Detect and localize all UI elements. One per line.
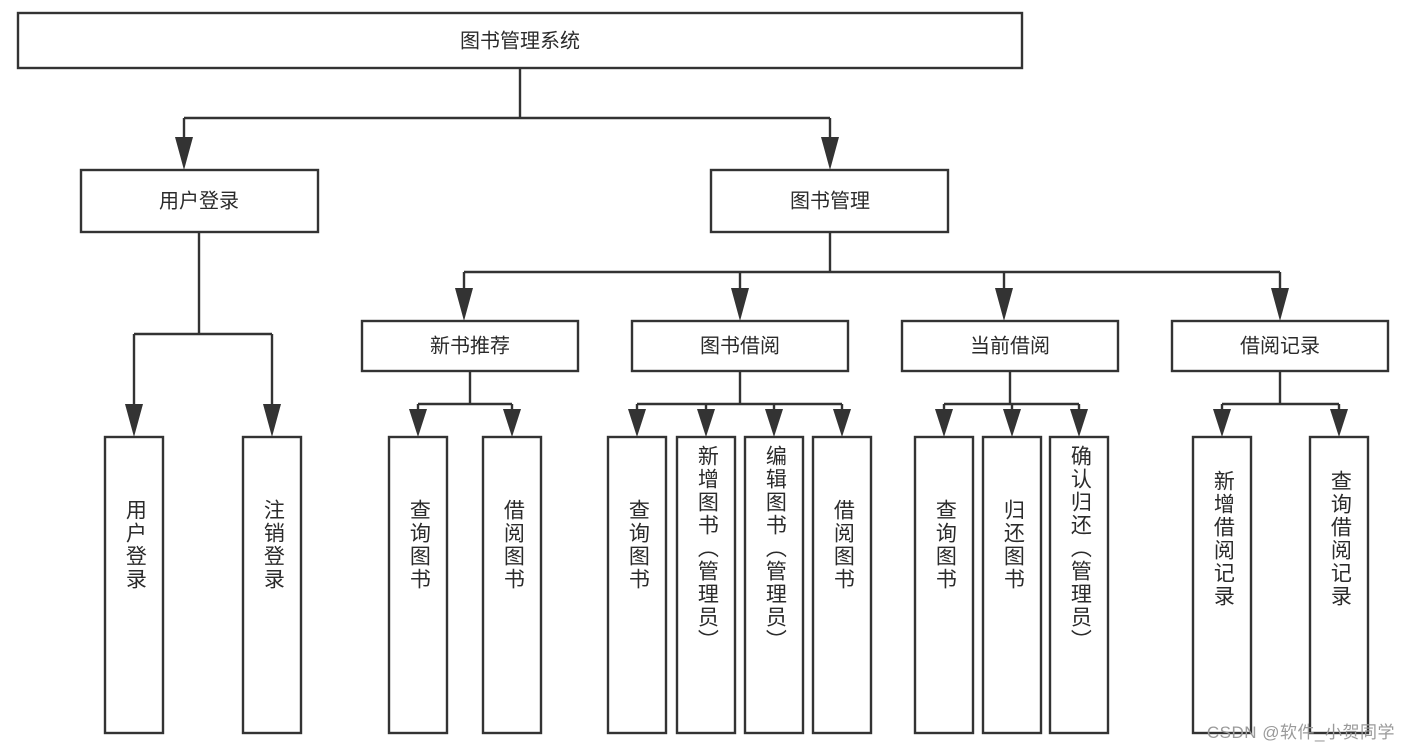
node-leaf-user-login[interactable]	[103, 435, 165, 735]
node-user-login[interactable]	[79, 168, 320, 234]
node-book-manage-label: 图书管理	[790, 189, 870, 212]
watermark: CSDN @软件_小贺同学	[1206, 723, 1395, 742]
node-leaf-query-book-3[interactable]	[913, 435, 975, 735]
node-layer: 图书管理系统 用户登录 图书管理 新书推荐 图书借阅 当前借阅 借阅记录	[16, 11, 1390, 735]
node-leaf-add-record[interactable]	[1191, 435, 1253, 735]
node-leaf-logout-login[interactable]	[241, 435, 303, 735]
arrow-to-current-borrow	[995, 288, 1013, 321]
node-book-borrow[interactable]	[630, 319, 850, 373]
arrow-leaf-confirm-return	[1070, 409, 1088, 437]
node-book-borrow-label: 图书借阅	[700, 334, 780, 357]
node-leaf-borrow-book-2[interactable]	[811, 435, 873, 735]
arrow-leaf-add-record	[1213, 409, 1231, 437]
arrow-leaf-add-book	[697, 409, 715, 437]
arrow-leaf-edit-book	[765, 409, 783, 437]
node-borrow-record[interactable]	[1170, 319, 1390, 373]
node-current-borrow[interactable]	[900, 319, 1120, 373]
arrow-to-new-book-rec	[455, 288, 473, 321]
node-new-book-rec[interactable]	[360, 319, 580, 373]
node-root-label: 图书管理系统	[460, 29, 580, 52]
arrow-to-borrow-record	[1271, 288, 1289, 321]
node-leaf-query-book-1[interactable]	[387, 435, 449, 735]
node-new-book-rec-label: 新书推荐	[430, 334, 510, 357]
arrow-to-user-login	[175, 137, 193, 170]
node-leaf-query-record[interactable]	[1308, 435, 1370, 735]
node-user-login-label: 用户登录	[159, 189, 239, 212]
node-current-borrow-label: 当前借阅	[970, 334, 1050, 357]
arrow-leaf-borrow-book-2	[833, 409, 851, 437]
node-leaf-query-book-2[interactable]	[606, 435, 668, 735]
arrow-to-book-borrow	[731, 288, 749, 321]
arrow-leaf-query-book-1	[409, 409, 427, 437]
arrow-leaf-query-book-3	[935, 409, 953, 437]
arrow-leaf-return-book	[1003, 409, 1021, 437]
node-leaf-add-book[interactable]	[675, 435, 737, 735]
connector-layer	[125, 68, 1348, 437]
arrow-leaf-borrow-book-1	[503, 409, 521, 437]
arrow-to-book-manage	[821, 137, 839, 170]
arrow-leaf-query-book-2	[628, 409, 646, 437]
node-leaf-confirm-return[interactable]	[1048, 435, 1110, 735]
node-leaf-borrow-book-1[interactable]	[481, 435, 543, 735]
arrow-leaf-query-record	[1330, 409, 1348, 437]
node-leaf-edit-book[interactable]	[743, 435, 805, 735]
node-root[interactable]	[16, 11, 1024, 70]
arrow-leaf-logout-login	[263, 404, 281, 437]
arrow-leaf-user-login	[125, 404, 143, 437]
node-borrow-record-label: 借阅记录	[1240, 334, 1320, 357]
node-book-manage[interactable]	[709, 168, 950, 234]
node-leaf-return-book[interactable]	[981, 435, 1043, 735]
